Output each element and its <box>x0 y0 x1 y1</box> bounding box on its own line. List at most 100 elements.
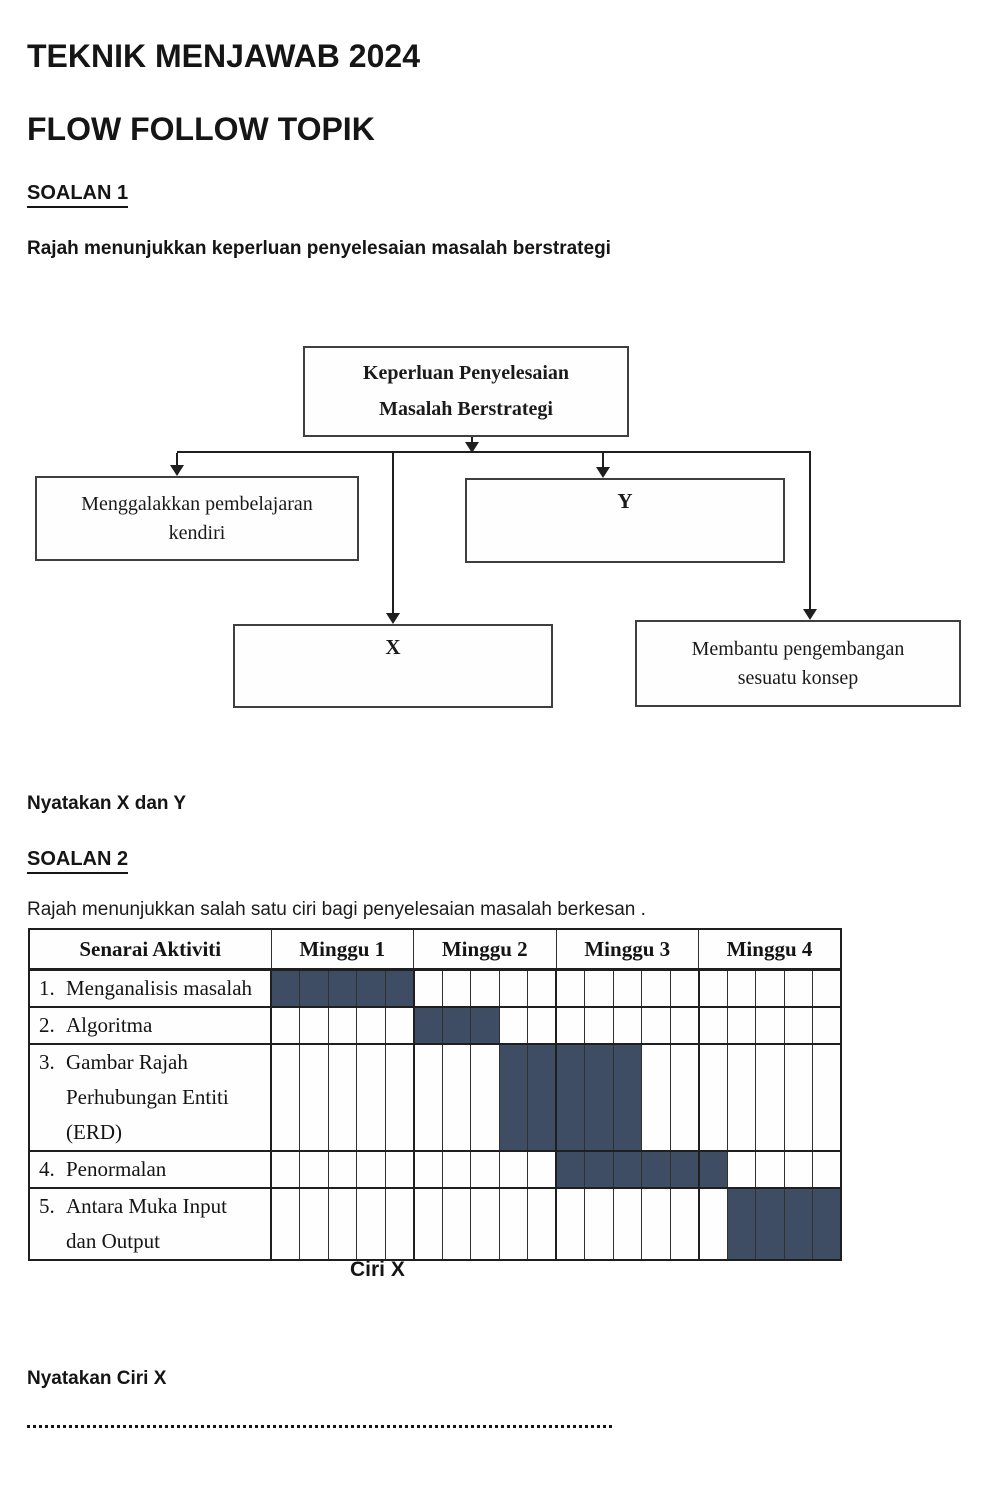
gantt-empty-cell <box>441 968 471 1008</box>
connector-right-down <box>809 453 811 610</box>
gantt-empty-cell <box>697 1006 728 1045</box>
gantt-empty-cell <box>641 1043 671 1152</box>
gantt-bar-cell <box>270 968 300 1008</box>
gantt-empty-cell <box>299 1187 329 1261</box>
gantt-empty-cell <box>356 1150 386 1189</box>
gantt-empty-cell <box>270 1006 300 1045</box>
gantt-bar-cell <box>327 968 357 1008</box>
gantt-header-week-3: Minggu 3 <box>555 928 699 971</box>
gantt-empty-cell <box>783 968 813 1008</box>
gantt-empty-cell <box>669 968 699 1008</box>
gantt-empty-cell <box>356 1006 386 1045</box>
flowchart-root-line1: Keperluan Penyelesaian <box>362 362 570 384</box>
gantt-empty-cell <box>697 968 728 1008</box>
gantt-empty-cell <box>299 1043 329 1152</box>
gantt-empty-cell <box>441 1043 471 1152</box>
flowchart-left-box: Menggalakkan pembelajaran kendiri <box>35 476 359 561</box>
flowchart-x-box: X <box>233 624 553 708</box>
gantt-empty-cell <box>470 1043 500 1152</box>
gantt-empty-cell <box>498 1006 528 1045</box>
gantt-empty-cell <box>584 1006 614 1045</box>
gantt-empty-cell <box>384 1006 414 1045</box>
gantt-empty-cell <box>812 968 842 1008</box>
flowchart-right-line1: Membantu pengembangan <box>691 637 905 660</box>
arrowhead-root <box>465 442 479 453</box>
gantt-row-1: 1.Menganalisis masalah <box>28 968 842 1008</box>
gantt-bar-cell <box>669 1150 699 1189</box>
gantt-empty-cell <box>584 968 614 1008</box>
gantt-empty-cell <box>412 1150 443 1189</box>
gantt-empty-cell <box>327 1006 357 1045</box>
gantt-bar-cell <box>441 1006 471 1045</box>
gantt-header-activities: Senarai Aktiviti <box>28 928 272 971</box>
gantt-empty-cell <box>498 1150 528 1189</box>
soalan2-description: Rajah menunjukkan salah satu ciri bagi p… <box>27 899 646 920</box>
gantt-empty-cell <box>299 1006 329 1045</box>
gantt-empty-cell <box>555 1006 585 1045</box>
gantt-bar-cell <box>697 1150 728 1189</box>
gantt-empty-cell <box>726 1043 756 1152</box>
gantt-empty-cell <box>527 1187 557 1261</box>
gantt-activity-label: 2.Algoritma <box>28 1006 272 1045</box>
gantt-empty-cell <box>669 1187 699 1261</box>
gantt-header-week-4: Minggu 4 <box>698 928 842 971</box>
connector-horizontal <box>177 451 811 453</box>
gantt-bar-cell <box>612 1043 642 1152</box>
arrowhead-left <box>170 465 184 476</box>
gantt-empty-cell <box>669 1043 699 1152</box>
soalan1-description: Rajah menunjukkan keperluan penyelesaian… <box>27 238 611 259</box>
gantt-empty-cell <box>384 1187 414 1261</box>
gantt-bar-cell <box>498 1043 528 1152</box>
gantt-empty-cell <box>270 1150 300 1189</box>
gantt-empty-cell <box>697 1043 728 1152</box>
gantt-row-2: 2.Algoritma <box>28 1006 842 1045</box>
connector-left-down <box>176 453 178 466</box>
gantt-empty-cell <box>299 1150 329 1189</box>
gantt-empty-cell <box>726 1150 756 1189</box>
gantt-empty-cell <box>327 1187 357 1261</box>
gantt-empty-cell <box>755 1150 785 1189</box>
gantt-empty-cell <box>641 1006 671 1045</box>
document-subtitle: FLOW FOLLOW TOPIK <box>27 111 375 147</box>
gantt-empty-cell <box>527 968 557 1008</box>
arrowhead-x <box>386 613 400 624</box>
gantt-empty-cell <box>812 1006 842 1045</box>
gantt-empty-cell <box>641 1187 671 1261</box>
gantt-empty-cell <box>783 1043 813 1152</box>
gantt-empty-cell <box>498 1187 528 1261</box>
gantt-empty-cell <box>356 1187 386 1261</box>
connector-x-down <box>392 453 394 614</box>
gantt-bar-cell <box>783 1187 813 1261</box>
gantt-empty-cell <box>412 1043 443 1152</box>
gantt-empty-cell <box>527 1006 557 1045</box>
flowchart-x-label: X <box>385 635 401 659</box>
gantt-bar-cell <box>356 968 386 1008</box>
flowchart-figure: Keperluan Penyelesaian Masalah Berstrate… <box>0 330 1004 730</box>
gantt-empty-cell <box>726 1006 756 1045</box>
soalan1-question: Nyatakan X dan Y <box>27 793 187 814</box>
gantt-empty-cell <box>384 1150 414 1189</box>
soalan2-question: Nyatakan Ciri X <box>27 1368 167 1389</box>
soalan1-heading: SOALAN 1 <box>27 182 129 208</box>
gantt-empty-cell <box>470 1150 500 1189</box>
gantt-empty-cell <box>812 1043 842 1152</box>
flowchart-root-box: Keperluan Penyelesaian Masalah Berstrate… <box>303 346 629 437</box>
gantt-bar-cell <box>412 1006 443 1045</box>
gantt-bar-cell <box>726 1187 756 1261</box>
gantt-empty-cell <box>755 1043 785 1152</box>
gantt-empty-cell <box>356 1043 386 1152</box>
gantt-empty-cell <box>555 968 585 1008</box>
flowchart-y-label: Y <box>617 489 633 513</box>
gantt-empty-cell <box>641 968 671 1008</box>
gantt-empty-cell <box>412 1187 443 1261</box>
gantt-bar-cell <box>755 1187 785 1261</box>
gantt-empty-cell <box>555 1187 585 1261</box>
flowchart-left-line2: kendiri <box>168 521 226 544</box>
gantt-bar-cell <box>527 1043 557 1152</box>
gantt-activity-label: 1.Menganalisis masalah <box>28 968 272 1008</box>
gantt-bar-cell <box>641 1150 671 1189</box>
